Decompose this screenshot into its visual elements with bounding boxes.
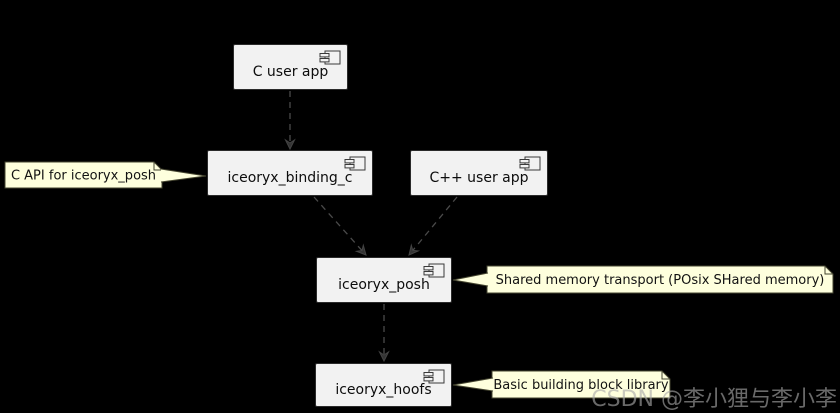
arrowhead-icon: [284, 138, 296, 151]
uml-component-icon: [344, 156, 366, 171]
edge-iceoryx-posh-to-iceoryx-hoofs: [378, 304, 390, 363]
arrowhead-icon: [378, 350, 390, 363]
note-basic-building: Basic building block library: [452, 370, 671, 399]
note-label: C API for iceoryx_posh: [11, 169, 156, 184]
note-pointer: [453, 378, 493, 391]
uml-component-icon: [423, 369, 445, 384]
note-pointer: [161, 169, 206, 182]
note-shared-memory: Shared memory transport (POsix SHared me…: [452, 265, 834, 294]
component-label: C user app: [252, 63, 329, 80]
component-iceoryx-binding-c: iceoryx_binding_c: [207, 150, 373, 196]
note-body: [486, 265, 834, 294]
uml-component-icon: [423, 263, 445, 278]
component-iceoryx-posh: iceoryx_posh: [316, 257, 452, 303]
component-label: iceoryx_posh: [338, 276, 430, 293]
component-c-user-app: C user app: [233, 44, 348, 90]
note-c-api: C API for iceoryx_posh: [4, 161, 207, 189]
uml-component-icon: [519, 156, 541, 171]
component-iceoryx-hoofs: iceoryx_hoofs: [315, 363, 452, 407]
note-fold-corner-icon: [153, 162, 162, 171]
component-label: C++ user app: [429, 169, 529, 186]
note-label: Basic building block library: [493, 378, 669, 393]
note-pointer: [453, 273, 488, 286]
edge-cpp-user-app-to-iceoryx-posh: [408, 196, 458, 256]
note-fold-corner-icon: [824, 266, 833, 275]
arrowhead-icon: [408, 243, 421, 256]
note-fold-corner-icon: [661, 371, 670, 380]
component-cpp-user-app: C++ user app: [410, 150, 548, 196]
edge-c-user-app-to-iceoryx-binding-c: [284, 91, 296, 151]
uml-component-icon: [319, 50, 341, 65]
arrowhead-icon: [354, 243, 367, 256]
component-label: iceoryx_hoofs: [335, 381, 432, 398]
note-body: [491, 370, 671, 399]
note-label: Shared memory transport (POsix SHared me…: [496, 273, 825, 288]
component-label: iceoryx_binding_c: [227, 169, 353, 186]
edge-iceoryx-binding-c-to-iceoryx-posh: [313, 196, 367, 256]
